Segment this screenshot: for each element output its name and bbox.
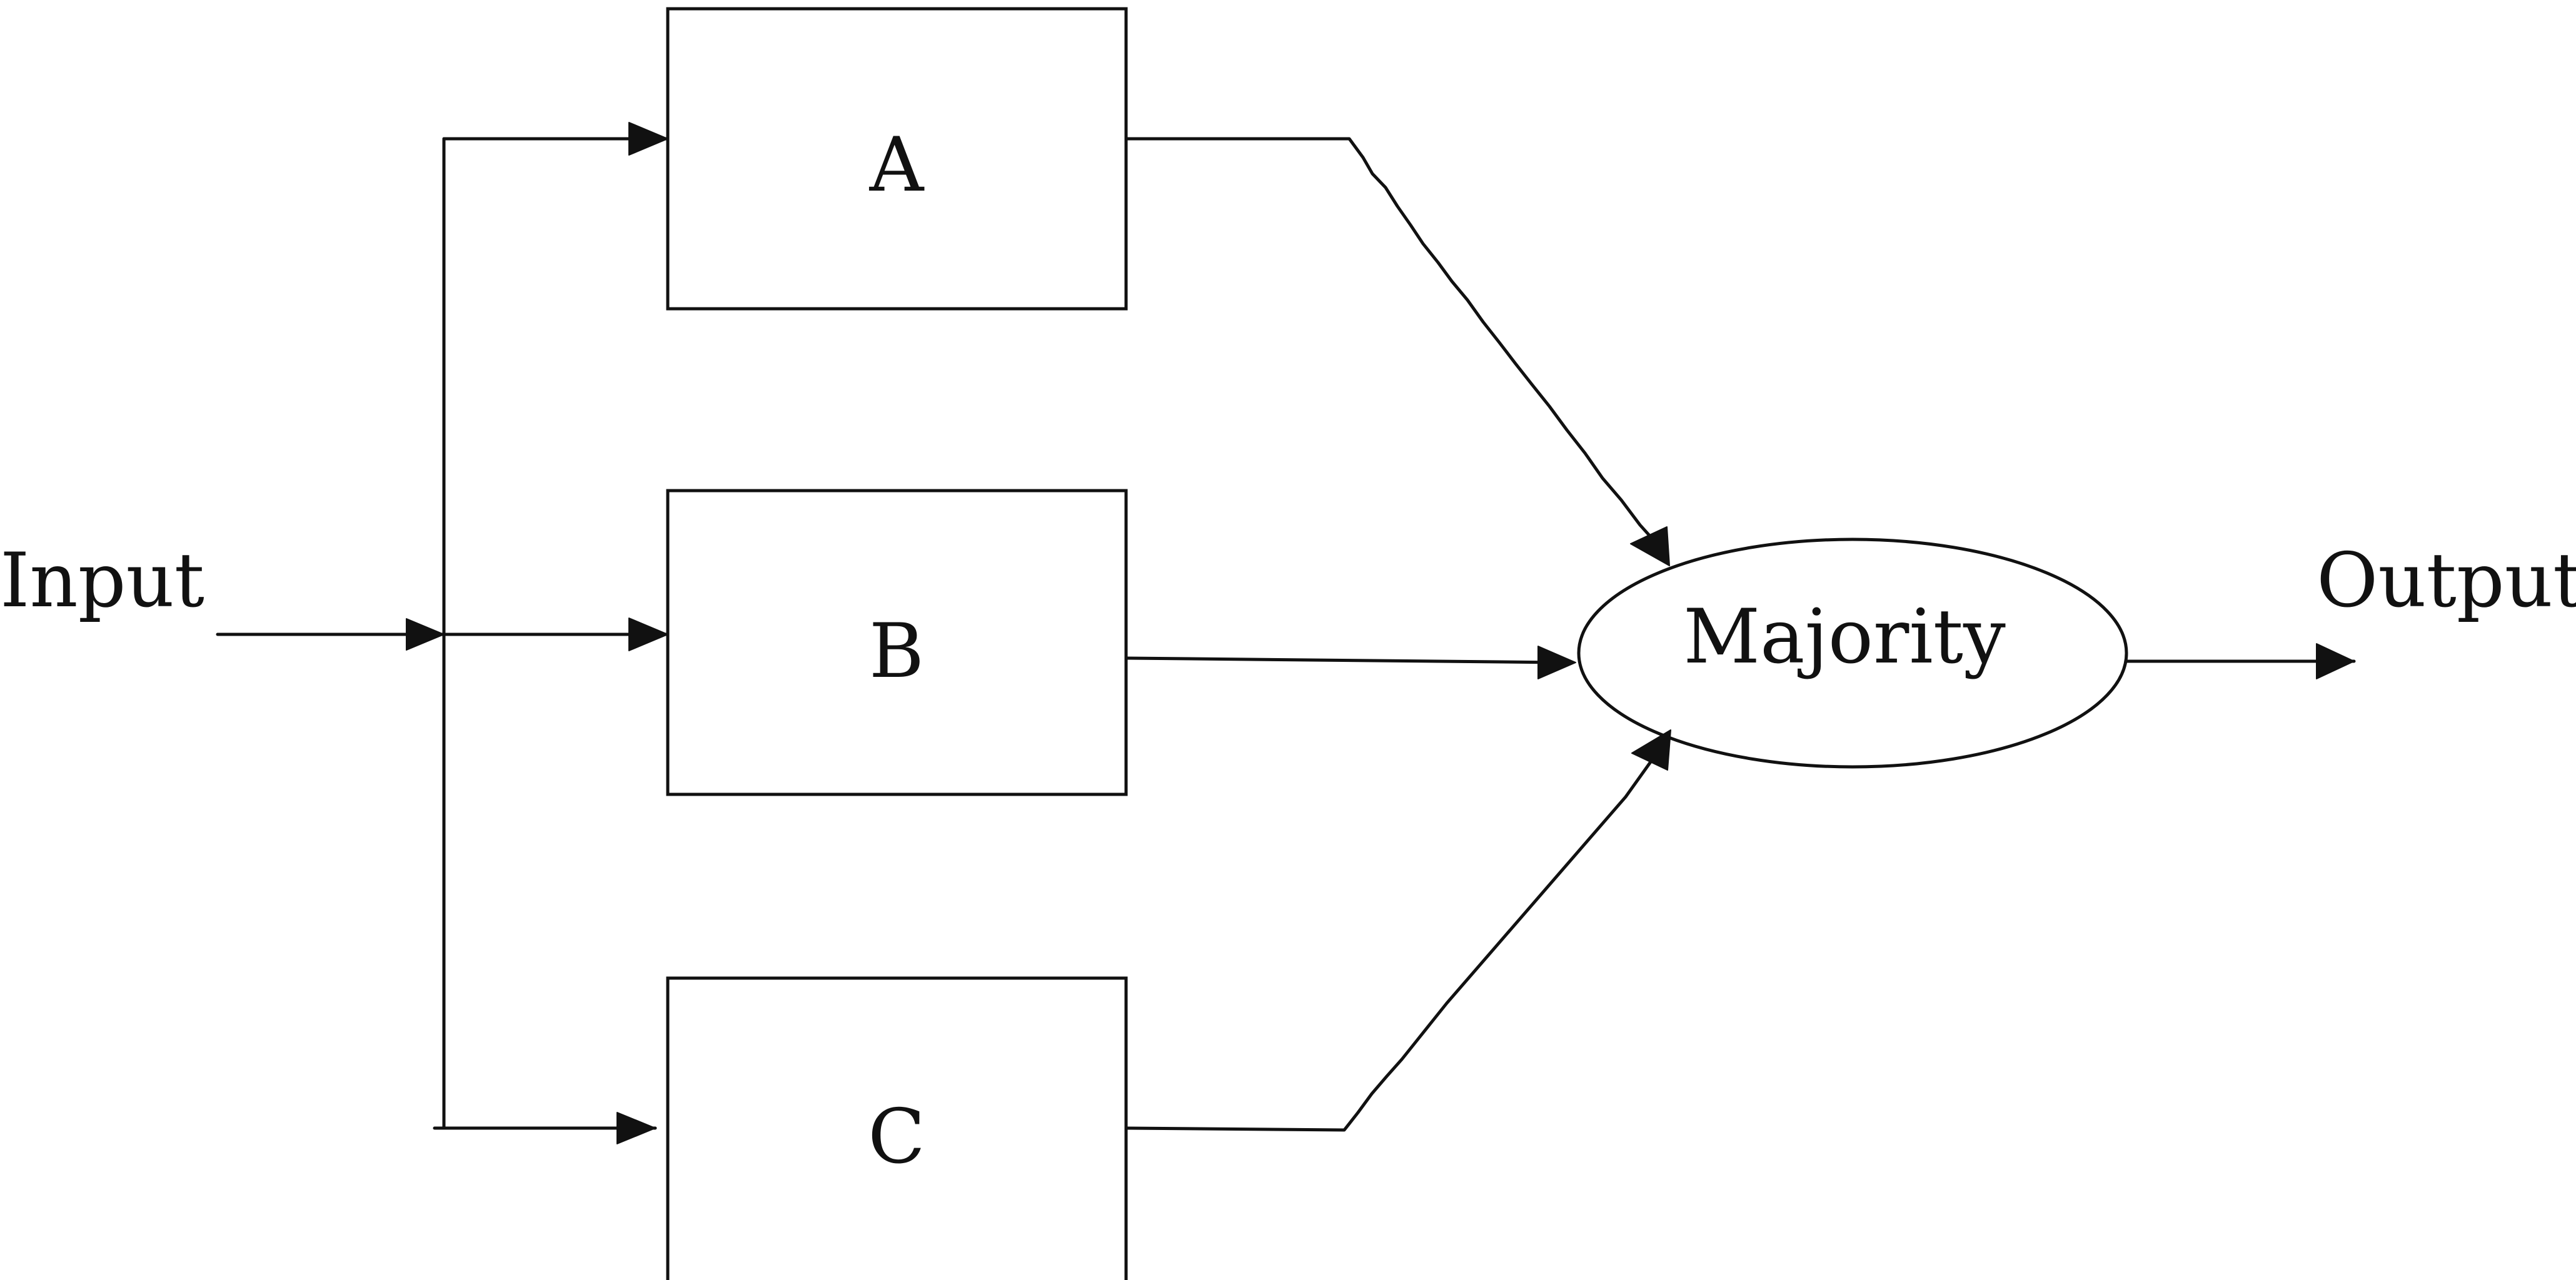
module-a-to-voter-arrowhead <box>1630 526 1670 566</box>
output-label: Output <box>2317 538 2576 624</box>
majority-voter: Majority <box>1577 538 2128 769</box>
input-arrowhead <box>406 618 445 651</box>
branch-a-arrowhead <box>628 122 668 156</box>
module-c-box <box>666 976 1128 1280</box>
module-c-label: C <box>868 1094 925 1181</box>
module-b-to-voter-arrowhead <box>1537 646 1576 679</box>
voter-output-arrowhead <box>2316 643 2355 679</box>
majority-ellipse <box>1577 538 2128 769</box>
module-c-to-voter-arrowhead <box>1631 729 1671 771</box>
module-a-box <box>666 7 1128 311</box>
module-c-to-voter-line <box>1124 751 1659 1132</box>
module-b-label: B <box>869 608 924 695</box>
input-label: Input <box>0 538 204 624</box>
module-b: B <box>666 489 1128 796</box>
module-c: C <box>666 976 1128 1280</box>
branch-c-arrowhead <box>616 1112 656 1144</box>
majority-label: Majority <box>1683 594 2006 681</box>
module-a-label: A <box>869 122 925 209</box>
module-b-to-voter-line <box>1124 656 1562 664</box>
module-b-box <box>666 489 1128 796</box>
module-a-to-voter-line <box>1124 137 1659 546</box>
branch-b-arrowhead <box>628 618 668 651</box>
module-a: A <box>666 7 1128 311</box>
